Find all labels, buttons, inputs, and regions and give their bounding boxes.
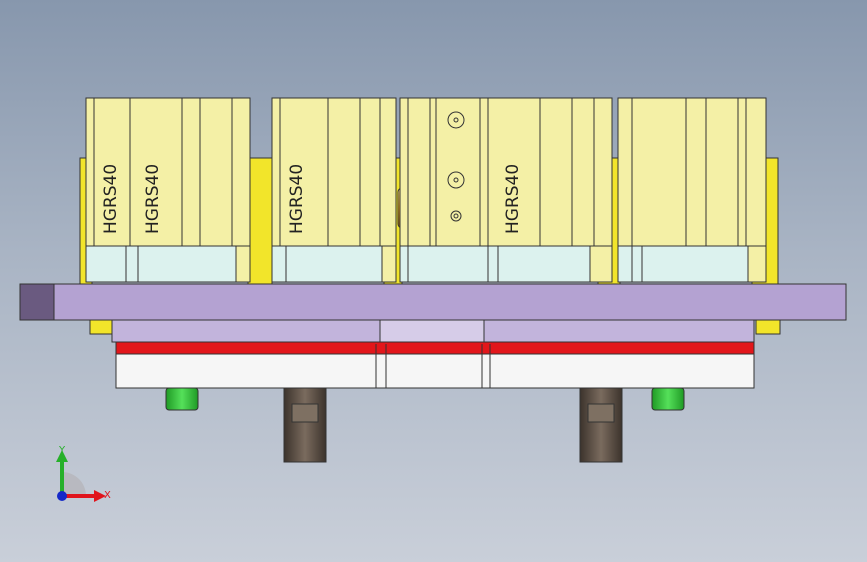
cylinder-label-4: HGRS40 (503, 164, 523, 234)
x-axis-label: X (104, 490, 111, 501)
base-plate[interactable] (19, 283, 847, 321)
orientation-triad[interactable]: Y X (56, 445, 111, 502)
red-band (115, 341, 755, 355)
mounting-holes (447, 111, 465, 222)
z-axis-dot (57, 491, 67, 501)
fixture-assembly[interactable]: HGRS40 HGRS40 HGRS40 HGRS40 (19, 97, 847, 463)
cylinder-label-3: HGRS40 (287, 164, 307, 234)
cylinder-label-2: HGRS40 (143, 164, 163, 234)
cylinder-label-1: HGRS40 (101, 164, 121, 234)
cylinder-3[interactable] (399, 97, 613, 283)
cylinder-labels: HGRS40 HGRS40 HGRS40 HGRS40 (101, 164, 523, 234)
cylinder-2[interactable] (271, 97, 397, 283)
white-rail (115, 344, 755, 389)
green-blocks (165, 387, 685, 411)
cylinder-4[interactable] (617, 97, 767, 283)
cylinder-1[interactable] (85, 97, 251, 283)
y-axis-label: Y (58, 445, 66, 456)
lower-plate (111, 319, 755, 345)
dark-posts (283, 387, 623, 463)
